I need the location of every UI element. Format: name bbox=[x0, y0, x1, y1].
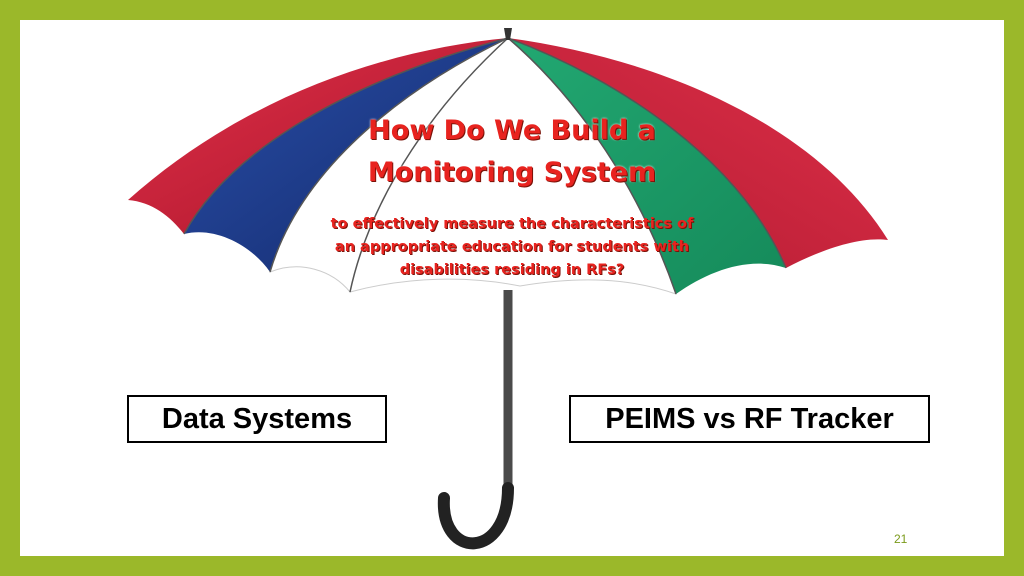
slide-subtitle: to effectively measure the characteristi… bbox=[290, 213, 734, 282]
canopy-panel-red-right bbox=[508, 38, 888, 268]
page-number: 21 bbox=[894, 532, 908, 546]
title-line-2: Monitoring System bbox=[367, 157, 657, 188]
canopy-panel-red-left bbox=[128, 38, 508, 234]
peims-vs-rf-tracker-box: PEIMS vs RF Tracker bbox=[569, 395, 930, 443]
title-line-1: How Do We Build a bbox=[368, 115, 656, 146]
canopy-panel-blue bbox=[184, 38, 508, 272]
data-systems-box: Data Systems bbox=[127, 395, 387, 443]
slide-title: How Do We Build a Monitoring System bbox=[310, 110, 714, 194]
canopy-panel-green bbox=[508, 38, 786, 294]
umbrella-tip bbox=[504, 28, 512, 40]
umbrella-illustration bbox=[128, 28, 888, 550]
subtitle-line-3: disabilities residing in RFs? bbox=[399, 262, 625, 278]
umbrella-handle bbox=[437, 482, 514, 550]
slide: How Do We Build a Monitoring System to e… bbox=[20, 20, 1004, 556]
subtitle-line-2: an appropriate education for students wi… bbox=[334, 239, 690, 255]
subtitle-line-1: to effectively measure the characteristi… bbox=[330, 216, 694, 232]
